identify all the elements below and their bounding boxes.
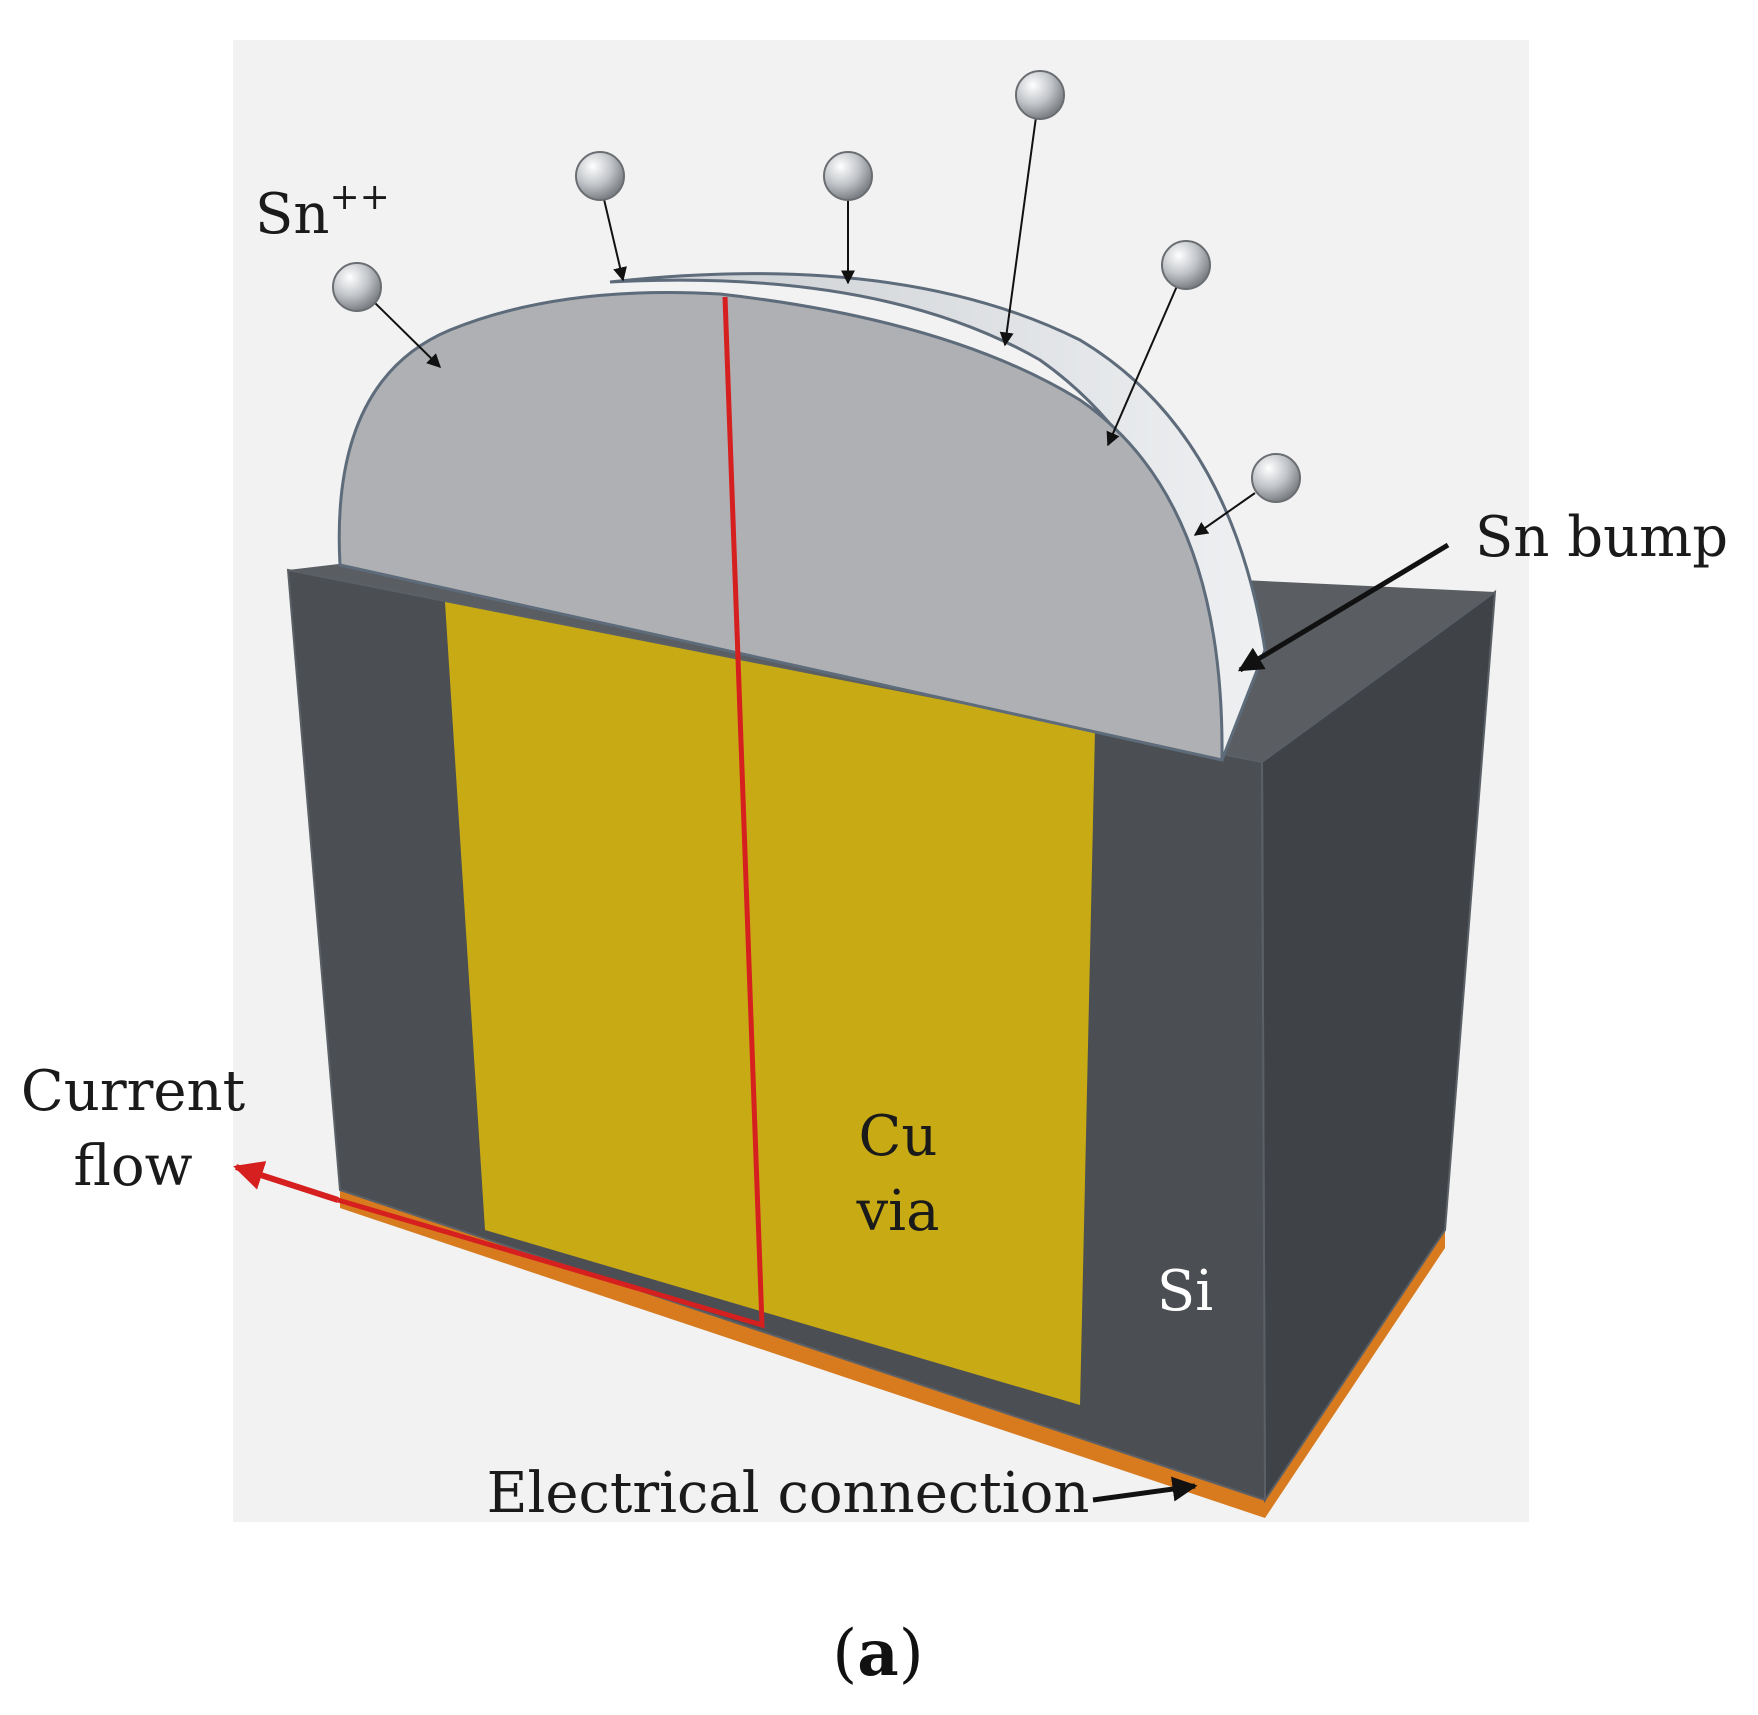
electrical-connection-label: Electrical connection	[487, 1461, 1090, 1526]
electrical-connection-pointer-arrow	[1092, 1476, 1198, 1503]
tin-bump-face	[337, 291, 1224, 762]
ion-sphere-icon	[1015, 70, 1065, 120]
ion-sphere-icon	[332, 262, 382, 312]
ion-sphere-icon	[575, 151, 625, 201]
current-flow-path	[337, 296, 765, 1329]
copper-via	[445, 602, 1095, 1405]
ion-sphere-icon	[1161, 240, 1211, 290]
cu-via-label-line1: Cu	[859, 1104, 938, 1169]
sn-bump-label: Sn bump	[1475, 505, 1728, 570]
sn-ion-2	[575, 151, 627, 282]
figure-caption: (a)	[832, 1616, 923, 1691]
sn-ion-6	[1193, 453, 1301, 536]
ion-sphere-icon	[1251, 453, 1301, 503]
sn-ion-3	[823, 151, 873, 285]
cu-via-label-line2: via	[856, 1179, 940, 1244]
current-flow-arrow	[233, 1161, 339, 1203]
sn-ions-label: Sn++	[255, 177, 390, 247]
si-label: Si	[1157, 1259, 1213, 1324]
current-flow-label-line2: flow	[74, 1134, 193, 1199]
current-flow-label-line1: Current	[21, 1059, 246, 1124]
ion-sphere-icon	[823, 151, 873, 201]
sn-ion-4	[999, 70, 1065, 347]
sn-bump-pointer-arrow	[1237, 542, 1450, 673]
sn-ion-1	[332, 262, 441, 368]
sn-ion-5	[1106, 240, 1211, 447]
